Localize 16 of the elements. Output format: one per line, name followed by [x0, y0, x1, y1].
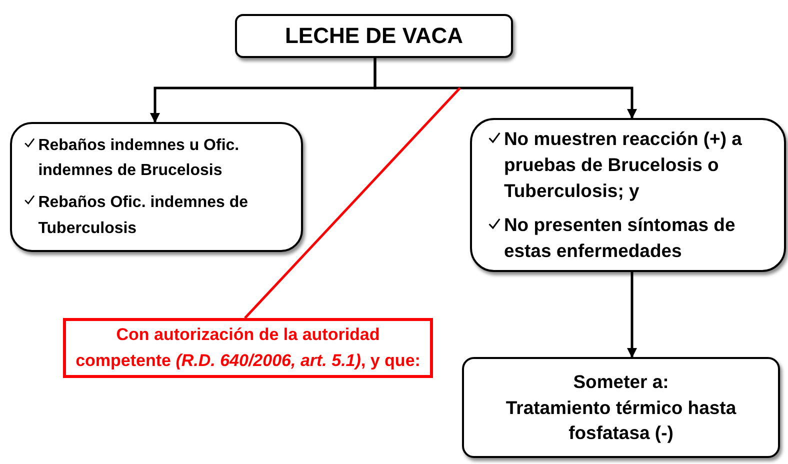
arrow [627, 272, 637, 358]
bullet-text: No muestren reacción (+) a pruebas de Brucelosis o Tuberculosis; y [504, 127, 743, 204]
arrow [374, 58, 637, 119]
leader-line [244, 87, 461, 319]
rounded-box [235, 14, 513, 58]
title-text: LECHE DE VACA [284, 22, 464, 50]
bullet-text: Rebaños indemnes u Ofic. indemnes de Brucelosis [38, 136, 240, 182]
rounded-box [10, 122, 303, 252]
bullet-text: Rebaños Ofic. indemnes de Tuberculosis [38, 193, 250, 239]
note-box [63, 318, 433, 378]
rounded-box [462, 357, 780, 458]
box-text: Tratamiento térmico hasta fosfatasa (-) [504, 396, 738, 446]
rounded-box [470, 118, 786, 272]
box-text: Someter a: [573, 370, 669, 394]
bullet-text: No presenten síntomas de estas enfermedades [504, 212, 736, 263]
box-text: Con autorización de la autoridad competente (R.D. 640/2006, art. 5.1), y que: [74, 324, 422, 372]
